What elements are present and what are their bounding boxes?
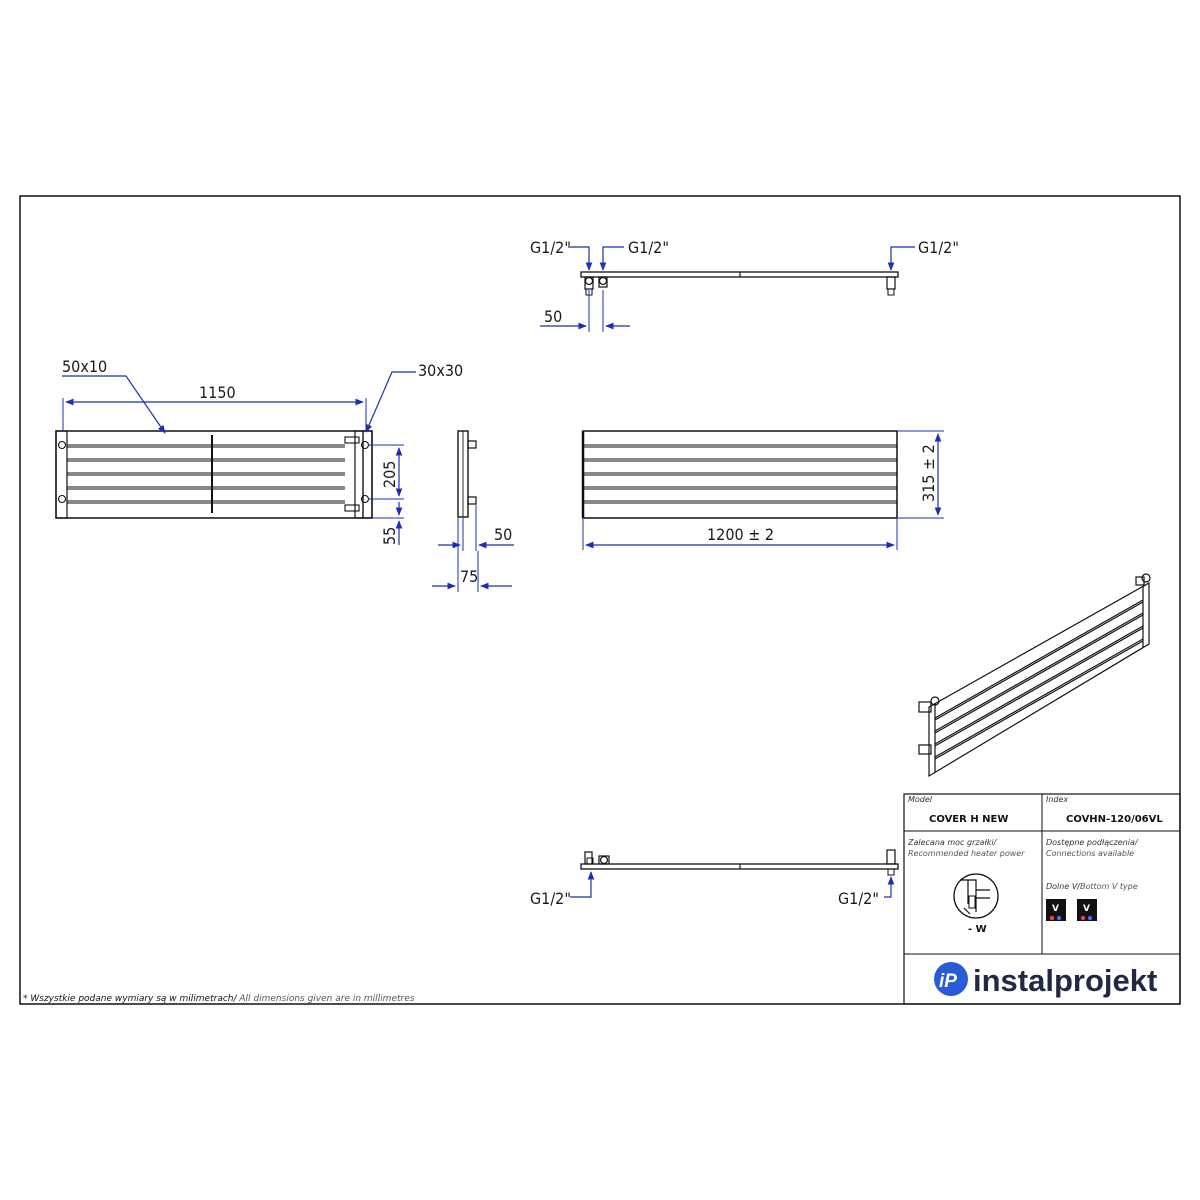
heater-label-en: Recommended heater power [908, 849, 1025, 858]
badge-2-label: V [1083, 904, 1090, 914]
bottom-offset-label: 55 [380, 527, 399, 545]
connections-label-en: Connections available [1046, 849, 1134, 858]
connection-type-pl: Dolne V/ [1046, 882, 1081, 891]
connections-label-pl: Dostępne podłączenia/ [1046, 838, 1139, 847]
back-view: 1150 50x10 30x30 205 55 [55, 357, 463, 545]
vertical-spacing-label: 205 [380, 461, 399, 488]
brand-mark-icon [934, 962, 968, 996]
top-spacing-label: 50 [544, 307, 562, 326]
top-conn-left-1-label: G1/2" [530, 238, 571, 257]
connection-badge-v-2: V [1077, 899, 1097, 921]
units-note: * Wszystkie podane wymiary są w milimetr… [23, 994, 415, 1004]
back-width-label: 1150 [199, 383, 236, 402]
heater-label-pl: Zalecana moc grzałki/ [907, 838, 998, 847]
connection-badge-v-1: V [1046, 899, 1066, 921]
bottom-conn-left-label: G1/2" [530, 889, 571, 908]
bottom-view: G1/2" G1/2" [530, 849, 899, 908]
connection-type: Dolne V/Bottom V type [1046, 882, 1138, 891]
side-view: 50 75 [432, 430, 514, 592]
heater-icon [953, 873, 999, 919]
top-conn-right-label: G1/2" [918, 238, 959, 257]
brand-name: instalprojekt [973, 963, 1157, 998]
model-label: Model [908, 795, 933, 804]
bracket-left-label: 50x10 [62, 357, 107, 376]
heater-value: - W [968, 924, 987, 935]
side-depth-50-label: 50 [494, 525, 512, 544]
drawing-border [19, 195, 1181, 1005]
isometric-view [918, 573, 1151, 778]
front-width-label: 1200 ± 2 [707, 525, 774, 544]
front-view: 315 ± 2 1200 ± 2 [581, 430, 944, 550]
model-value: COVER H NEW [929, 814, 1008, 825]
bottom-conn-right-label: G1/2" [838, 889, 879, 908]
units-note-en: All dimensions given are in millimetres [237, 994, 415, 1004]
brand-mark-text: iP [939, 971, 957, 992]
index-value: COVHN-120/06VL [1066, 814, 1163, 825]
top-view: G1/2" G1/2" G1/2" 50 [530, 238, 959, 332]
title-block: Model COVER H NEW Index COVHN-120/06VL Z… [903, 793, 1181, 1005]
units-note-pl: * Wszystkie podane wymiary są w milimetr… [23, 994, 237, 1004]
bracket-right-label: 30x30 [418, 361, 463, 380]
top-conn-left-2-label: G1/2" [628, 238, 669, 257]
side-depth-75-label: 75 [460, 567, 478, 586]
connection-type-en: Bottom V type [1080, 882, 1138, 891]
brand-logo: iP instalprojekt [934, 962, 1157, 998]
index-label: Index [1046, 795, 1068, 804]
badge-1-label: V [1052, 904, 1059, 914]
front-height-label: 315 ± 2 [919, 444, 938, 502]
